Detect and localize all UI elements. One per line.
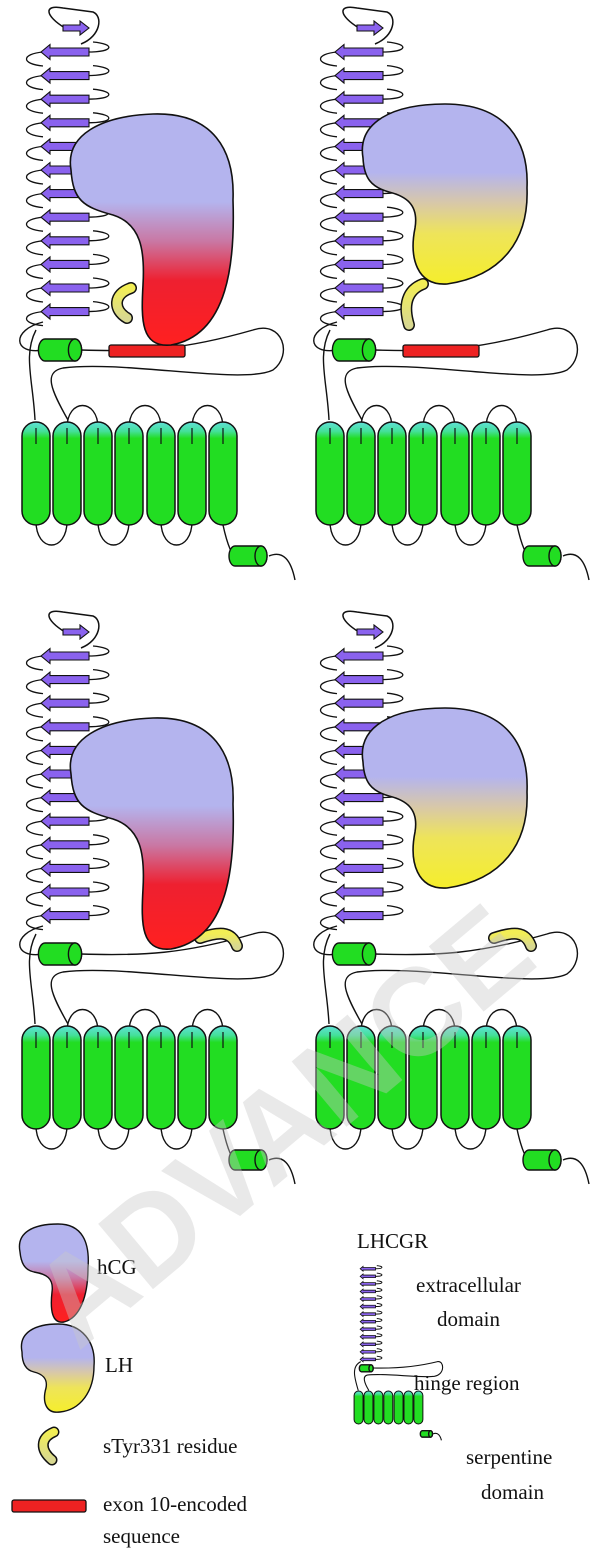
hcg-no-exon10-beta-strand-2 — [41, 672, 89, 687]
hcg-exon10-beta-strand-1 — [41, 45, 89, 60]
lh-exon10-beta-strand-10 — [335, 257, 383, 272]
hcg-exon10-beta-strand-8 — [41, 210, 89, 225]
lh-exon10-exon10-segment — [403, 345, 479, 357]
lh-exon10-beta-strand-top — [357, 21, 383, 35]
legend-mini-c-terminal-helix — [420, 1431, 432, 1437]
hcg-exon10-beta-strand-10 — [41, 257, 89, 272]
legend-mini-beta-strand-9 — [360, 1327, 375, 1332]
legend-hinge-label: hinge region — [414, 1371, 520, 1395]
lh-exon10-beta-strand-9 — [335, 233, 383, 248]
legend-mini-hinge-helix — [359, 1365, 373, 1372]
hcg-exon10-beta-strand-4 — [41, 115, 89, 130]
lh-no-exon10-beta-strand-top — [357, 625, 383, 639]
hcg-no-exon10-beta-strand-1 — [41, 649, 89, 664]
legend-serpentine-line2: domain — [481, 1480, 544, 1504]
legend-mini-beta-strand-2 — [360, 1274, 375, 1279]
hcg-exon10-hinge-helix — [38, 339, 81, 361]
lh-no-exon10-beta-strand-11 — [335, 885, 383, 900]
legend-mini-beta-strand-12 — [360, 1349, 375, 1354]
legend-tyr-label: sTyr331 residue — [103, 1434, 237, 1458]
panel-hcg-exon10 — [20, 7, 295, 580]
panel-lh-exon10 — [314, 7, 589, 580]
legend-mini-tm-helix-7 — [414, 1391, 423, 1424]
legend-mini-beta-strand-7 — [360, 1312, 375, 1317]
hcg-no-exon10-hinge-helix — [38, 943, 81, 965]
lh-exon10-beta-strand-3 — [335, 92, 383, 107]
hcg-no-exon10-beta-strand-4 — [41, 719, 89, 734]
legend-mini-beta-strand-13 — [360, 1357, 375, 1362]
hcg-exon10-hormone-hCG — [70, 114, 233, 345]
legend-mini-beta-strand-11 — [360, 1342, 375, 1347]
hcg-exon10-c-terminal-helix — [229, 546, 267, 566]
legend-mini-tm-helix-5 — [394, 1391, 403, 1424]
hcg-no-exon10-sTyr331-residue — [200, 934, 237, 946]
lh-exon10-beta-strand-2 — [335, 68, 383, 83]
lh-no-exon10-beta-strand-3 — [335, 696, 383, 711]
lh-exon10-beta-strand-12 — [335, 304, 383, 319]
legend-mini-beta-strand-1 — [360, 1266, 375, 1271]
lh-no-exon10-beta-strand-9 — [335, 837, 383, 852]
legend-extracellular-line2: domain — [437, 1307, 500, 1331]
lh-exon10-beta-strand-1 — [335, 45, 383, 60]
hcg-no-exon10-beta-strand-11 — [41, 885, 89, 900]
hcg-no-exon10-beta-strand-3 — [41, 696, 89, 711]
hcg-no-exon10-beta-strand-12 — [41, 908, 89, 923]
lh-exon10-c-terminal-helix — [523, 546, 561, 566]
legend-mini-beta-strand-6 — [360, 1304, 375, 1309]
hcg-exon10-beta-strand-top — [63, 21, 89, 35]
legend-mini-beta-strand-8 — [360, 1319, 375, 1324]
legend-serpentine-line1: serpentine — [466, 1445, 552, 1469]
legend-extracellular-line1: extracellular — [416, 1273, 521, 1297]
legend-mini-tm-helix-3 — [374, 1391, 383, 1424]
lh-no-exon10-beta-strand-7 — [335, 790, 383, 805]
lh-no-exon10-c-terminal-helix — [523, 1150, 561, 1170]
lh-no-exon10-beta-strand-12 — [335, 908, 383, 923]
legend-mini-beta-strand-3 — [360, 1282, 375, 1287]
legend-mini-beta-strand-5 — [360, 1297, 375, 1302]
hcg-exon10-exon10-segment — [109, 345, 185, 357]
lh-exon10-beta-strand-7 — [335, 186, 383, 201]
hcg-exon10-beta-strand-3 — [41, 92, 89, 107]
lh-exon10-hinge-helix — [332, 339, 375, 361]
hcg-exon10-beta-strand-11 — [41, 281, 89, 296]
hcg-no-exon10-beta-strand-9 — [41, 837, 89, 852]
legend-receptor-title: LHCGR — [357, 1229, 428, 1253]
lh-no-exon10-beta-strand-8 — [335, 814, 383, 829]
hcg-exon10-beta-strand-12 — [41, 304, 89, 319]
hcg-exon10-beta-strand-2 — [41, 68, 89, 83]
legend-mini-beta-strand-4 — [360, 1289, 375, 1294]
lh-no-exon10-beta-strand-10 — [335, 861, 383, 876]
legend-mini-tm-helix-2 — [364, 1391, 373, 1424]
legend-mini-tm-helix-1 — [354, 1391, 363, 1424]
legend-mini-tm-helix-6 — [404, 1391, 413, 1424]
lh-no-exon10-beta-strand-1 — [335, 649, 383, 664]
lh-exon10-beta-strand-11 — [335, 281, 383, 296]
legend-mini-tm-helix-4 — [384, 1391, 393, 1424]
lh-exon10-beta-strand-8 — [335, 210, 383, 225]
legend-exon-label-line1: exon 10-encoded — [103, 1492, 248, 1516]
hcg-exon10-beta-strand-9 — [41, 233, 89, 248]
legend-mini-beta-strand-10 — [360, 1334, 375, 1339]
hcg-no-exon10-hormone-hCG — [70, 718, 233, 949]
hcg-no-exon10-beta-strand-8 — [41, 814, 89, 829]
legend-exon10-shape — [12, 1500, 86, 1512]
hcg-no-exon10-beta-strand-top — [63, 625, 89, 639]
legend-exon-label-line2: sequence — [103, 1524, 180, 1548]
hcg-no-exon10-beta-strand-10 — [41, 861, 89, 876]
lh-no-exon10-beta-strand-2 — [335, 672, 383, 687]
